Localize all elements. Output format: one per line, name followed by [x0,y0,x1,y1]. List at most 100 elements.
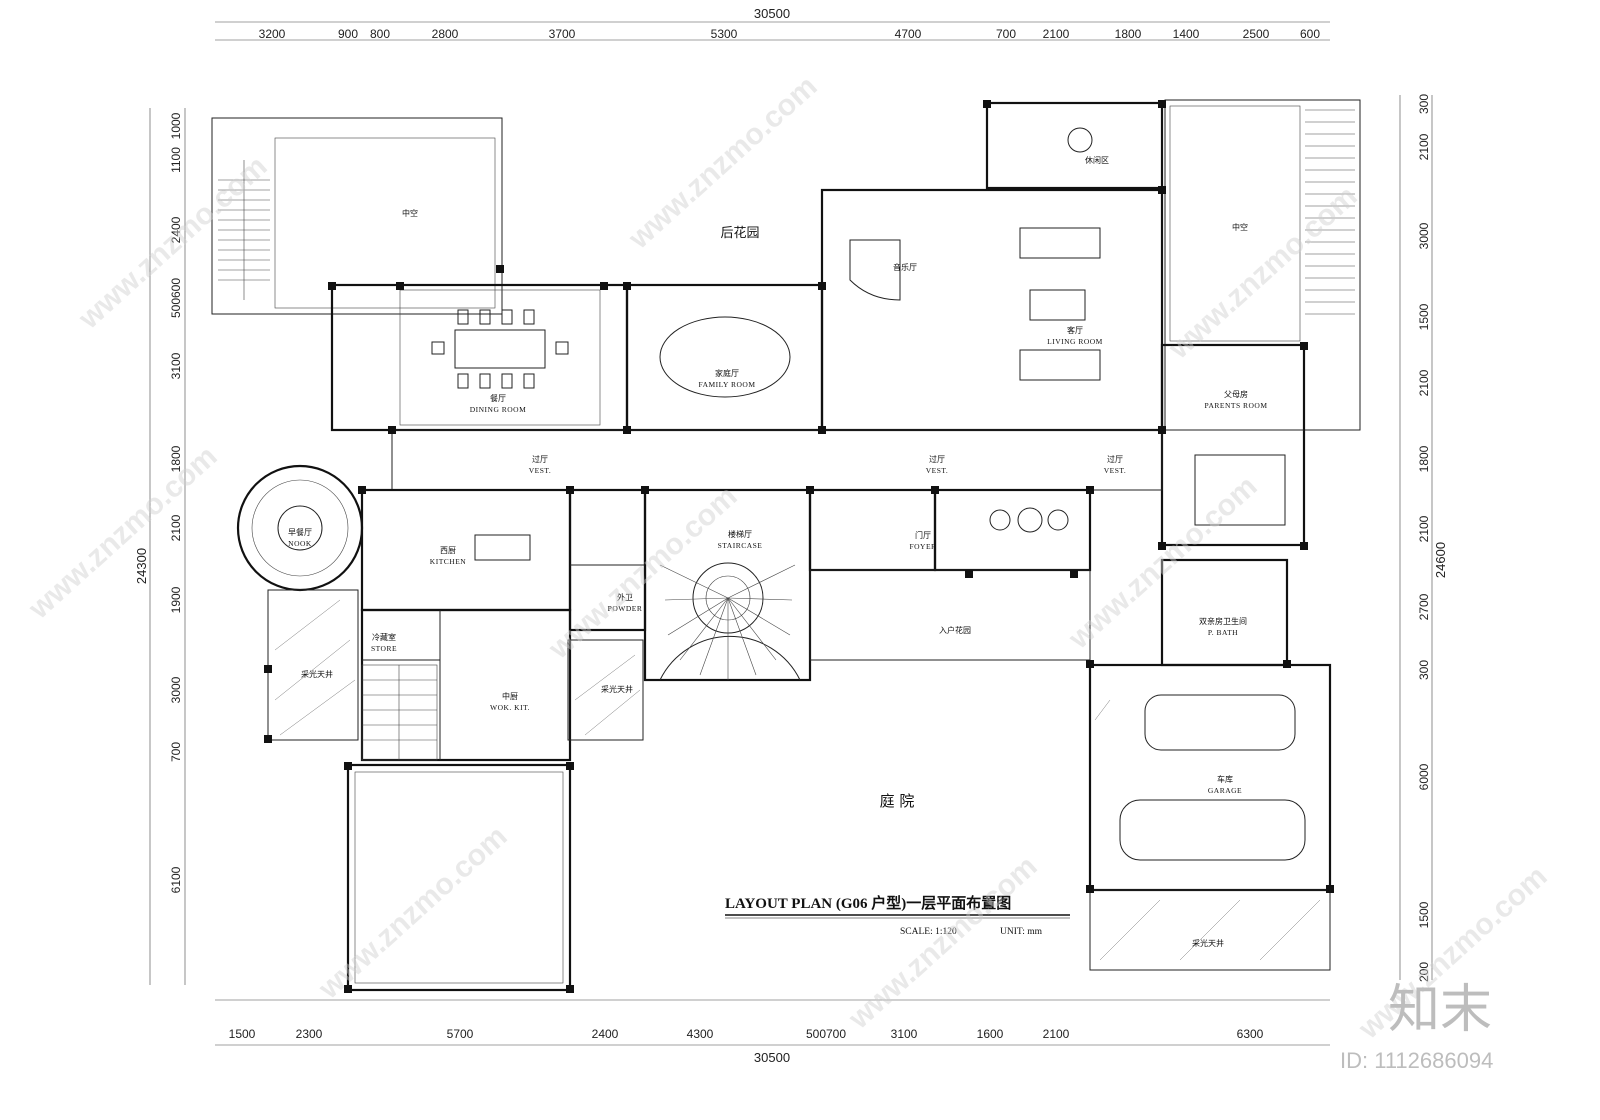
top-dimension-label: 900 [338,27,358,41]
right-dimension-labels: 3002100300015002100180021002700300600015… [1417,94,1431,982]
right-dimension-label: 1800 [1417,445,1431,472]
parents-room-label-cn: 父母房 [1224,389,1248,399]
family-room-label-en: FAMILY ROOM [698,380,755,389]
nook-label-cn: 早餐厅 [288,528,312,537]
watermark-logo: 知末 [1388,980,1492,1040]
garage-car-2 [1119,799,1306,861]
left-dimension-label: 3100 [169,352,183,379]
drawing-unit: UNIT: mm [1000,927,1043,937]
left-dimension-label: 500600 [169,278,183,318]
right-total-dimension: 24600 [1433,542,1448,578]
right-dimension-label: 2100 [1417,369,1431,396]
left-dimension-label: 2400 [169,216,183,243]
right-dimension-label: 3000 [1417,222,1431,249]
left-dimension-label: 2100 [169,514,183,541]
top-dimension-label: 5300 [711,27,738,41]
family-room-rug [659,316,791,398]
title-block: LAYOUT PLAN (G06 户型)一层平面布置图 SCALE: 1:120… [725,894,1070,937]
left-dimension-label: 1100 [169,147,183,173]
nook-table [277,505,323,551]
left-dimension-label: 3000 [169,676,183,703]
family-room-label-cn: 家庭厅 [715,368,739,378]
living-room-label-cn: 客厅 [1067,325,1083,335]
courtyard-label: 庭 院 [880,792,915,810]
bottom-dimension-label: 3100 [891,1027,918,1041]
left-dimension-label: 6100 [169,866,183,893]
light-well-hatching [274,599,1321,961]
music-room-label: 音乐厅 [893,262,917,272]
vest-1-label-en: VEST. [529,466,552,475]
right-dimension-label: 6000 [1417,763,1431,790]
back-garden-label: 后花园 [720,225,759,241]
bottom-dimension-label: 2400 [592,1027,619,1041]
store-label-en: STORE [371,644,397,653]
kitchen-label-en: KITCHEN [430,557,466,566]
grand-piano [849,239,901,301]
light-well-3-label: 采光天井 [1192,938,1224,948]
parents-room-label-en: PARENTS ROOM [1204,401,1267,410]
right-dimension-label: 200 [1417,962,1431,982]
dining-room-label-en: DINING ROOM [470,405,527,414]
light-well-2-label: 采光天井 [601,684,633,694]
top-dimension-label: 2500 [1243,27,1270,41]
right-dimension-label: 1500 [1417,901,1431,928]
left-dimension-label: 1800 [169,445,183,472]
dining-table [454,329,546,369]
bottom-dimension-label: 1600 [977,1027,1004,1041]
bottom-dimension-label: 2300 [296,1027,323,1041]
bottom-dimension-label: 6300 [1237,1027,1264,1041]
p-bath-label-en: P. BATH [1208,628,1238,637]
top-dimension-label: 4700 [895,27,922,41]
top-dimension-label: 3700 [549,27,576,41]
staircase-label-en: STAIRCASE [718,541,763,550]
vest-3-label-cn: 过厅 [1107,454,1123,464]
right-dimension-label: 1500 [1417,303,1431,330]
p-bath-label-cn: 双亲房卫生间 [1199,616,1247,626]
bottom-dimension-label: 4300 [687,1027,714,1041]
nook-label-en: NOOK [288,539,312,548]
drawing-title: LAYOUT PLAN (G06 户型)一层平面布置图 [725,894,1011,912]
drawing-scale: SCALE: 1:120 [900,927,957,937]
kitchen-label-cn: 西厨 [440,546,456,555]
garage-label-en: GARAGE [1208,786,1242,795]
living-room-label-en: LIVING ROOM [1047,337,1103,346]
bottom-dimension-label: 500700 [806,1027,846,1041]
right-dimension-label: 2700 [1417,593,1431,620]
watermark-site: www.znzmo.com [22,440,224,626]
top-dimension-label: 3200 [259,27,286,41]
bottom-total-dimension: 30500 [754,1050,790,1065]
vest-1-label-cn: 过厅 [532,454,548,464]
living-sofa-bottom [1019,349,1101,381]
powder-label-en: POWDER [608,604,643,613]
left-dimension-label: 1000 [169,112,183,139]
living-sofa-top [1019,227,1101,259]
stair-treads-left [218,160,270,300]
garage-label-cn: 车库 [1217,774,1233,784]
top-dimension-label: 1400 [1173,27,1200,41]
top-dimension-label: 700 [996,27,1016,41]
stair-treads-right [1305,109,1355,315]
staircase-label-cn: 楼梯厅 [728,529,752,539]
left-dimension-labels: 1000110024005006003100180021001900300070… [169,112,183,893]
bottom-dimension-label: 2100 [1043,1027,1070,1041]
top-dimension-label: 2800 [432,27,459,41]
foyer-label-cn: 门厅 [915,530,931,540]
dining-room-label-cn: 餐厅 [490,394,506,403]
top-dimension-label: 1800 [1115,27,1142,41]
left-dimension-label: 700 [169,742,183,762]
lounge-table [1067,127,1093,153]
kitchen-island [474,534,531,561]
garage-car-1 [1144,694,1296,751]
vest-3-label-en: VEST. [1104,466,1127,475]
stair-treads-spiral [659,564,796,680]
room-labels: 中空 中空 后花园 休闲区 音乐厅 客厅 LIVING ROOM 父母房 PAR… [288,155,1267,948]
store-label-cn: 冷藏室 [372,632,396,642]
top-dimension-label: 600 [1300,27,1320,41]
vest-2-label-cn: 过厅 [929,454,945,464]
lounge-label: 休闲区 [1085,155,1109,165]
watermark-site: www.znzmo.com [1162,180,1364,366]
watermark-id: ID: 1112686094 [1340,1048,1493,1073]
watermark-site: www.znzmo.com [312,820,514,1006]
